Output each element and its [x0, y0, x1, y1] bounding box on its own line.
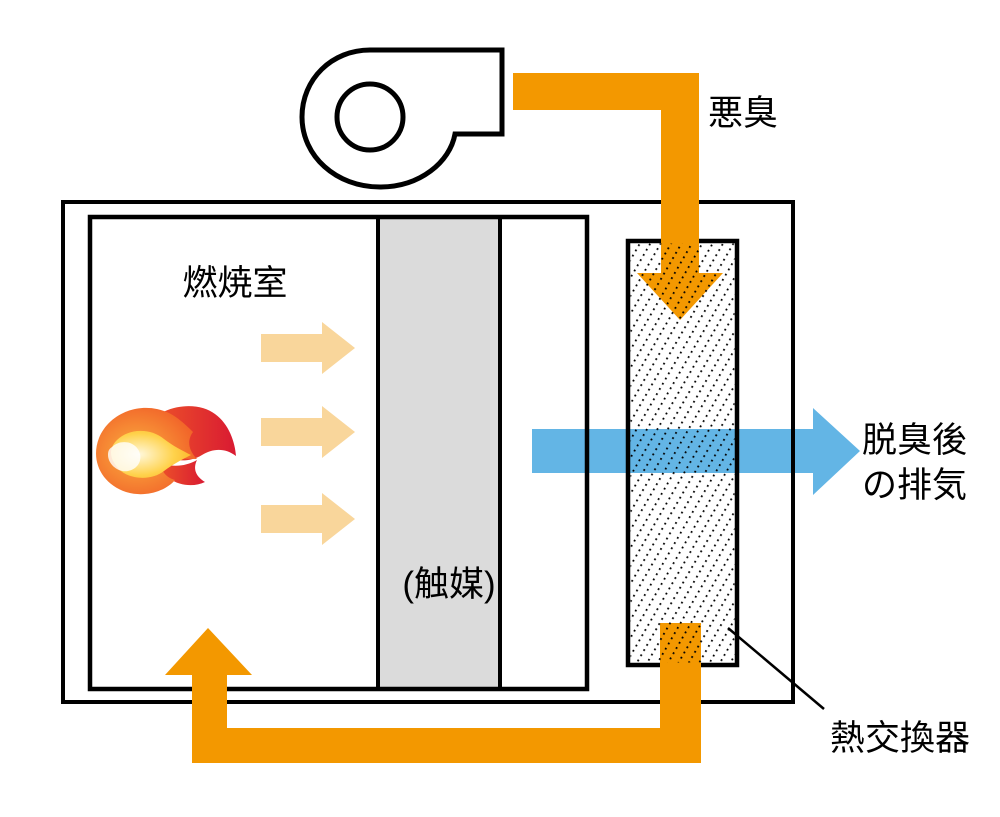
- combustion-chamber-label: 燃焼室: [182, 264, 287, 303]
- catalyst-label: (触媒): [402, 565, 495, 604]
- fan-hub: [334, 81, 406, 153]
- catalyst-panel: [376, 215, 502, 691]
- hot-air-arrow-1: [261, 322, 355, 374]
- blower-fan-icon: [299, 47, 505, 190]
- return-arrowhead-icon: [165, 628, 252, 675]
- return-pipe: [165, 623, 701, 763]
- flame-highlight: [108, 442, 141, 472]
- exhaust-label-line1: 脱臭後: [862, 421, 967, 460]
- return-pipe-shaft: [192, 623, 701, 763]
- hot-air-arrow-2: [261, 406, 355, 458]
- heat-exchanger-label: 熱交換器: [830, 719, 970, 758]
- flame-icon: [96, 406, 236, 495]
- hot-air-arrow-3: [261, 493, 355, 545]
- heat-exchanger-hatch: [630, 243, 735, 663]
- exhaust-label-line2: の排気: [862, 466, 967, 505]
- combustion-chamber-border: [87, 214, 590, 692]
- heat-exchanger-leader-line: [727, 627, 825, 710]
- outer-casing-border: [61, 200, 795, 704]
- odor-label: 悪臭: [708, 94, 778, 133]
